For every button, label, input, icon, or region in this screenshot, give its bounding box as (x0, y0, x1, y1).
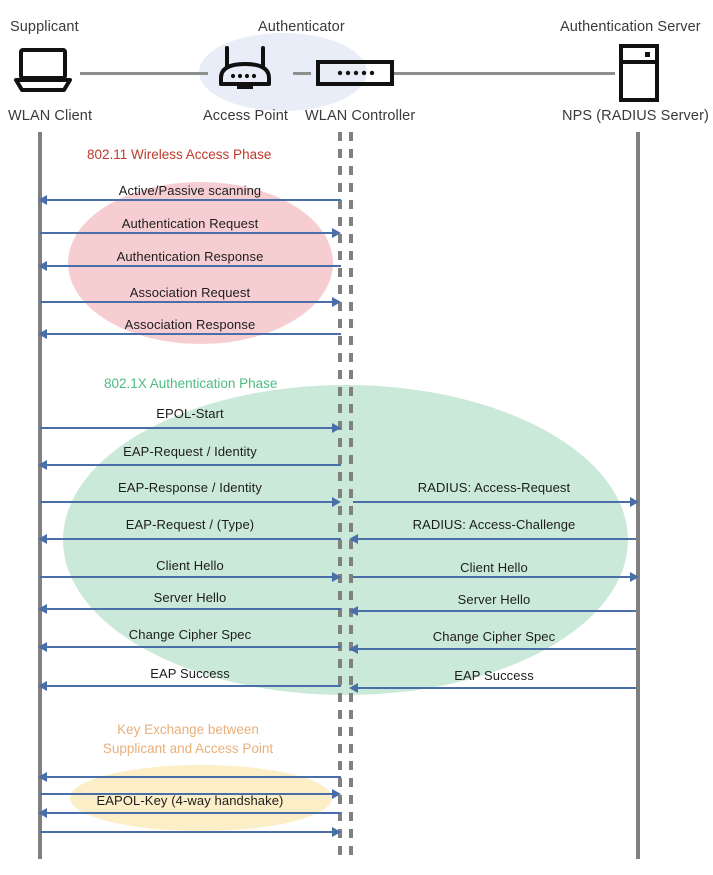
message-label-change-cipher-spec-right: Change Cipher Spec (432, 629, 556, 644)
arrowhead-left (38, 808, 47, 818)
message-label-authentication-response: Authentication Response (116, 249, 264, 264)
lifeline-nps-radius-server (636, 132, 640, 859)
message-line (355, 648, 636, 650)
actor-device-nps-radius-server: NPS (RADIUS Server) (562, 108, 709, 124)
arrowhead-right (332, 297, 341, 307)
actor-role-supplicant: Supplicant (10, 19, 79, 35)
message-label-eap-success-right: EAP Success (454, 668, 534, 683)
arrowhead-left (349, 606, 358, 616)
lifeline-access-point (338, 132, 342, 859)
arrowhead-left (38, 329, 47, 339)
message-line (40, 301, 334, 303)
message-label-eap-request-identity: EAP-Request / Identity (123, 444, 257, 459)
wlan-controller-icon (316, 60, 394, 86)
arrowhead-right (630, 572, 639, 582)
laptop-icon (12, 48, 74, 92)
wire-controller-to-nps (393, 72, 615, 75)
message-label-client-hello-left: Client Hello (156, 558, 224, 573)
message-label-server-hello-left: Server Hello (153, 590, 227, 605)
message-label-client-hello-right: Client Hello (460, 560, 528, 575)
message-line (40, 576, 334, 578)
message-line (42, 464, 341, 466)
arrowhead-right (332, 497, 341, 507)
access-point-icon (213, 44, 277, 94)
arrowhead-left (38, 261, 47, 271)
message-label-radius-access-request: RADIUS: Access-Request (417, 480, 571, 495)
message-label-authentication-request: Authentication Request (121, 216, 259, 231)
message-label-association-response: Association Response (124, 317, 256, 332)
arrowhead-left (38, 681, 47, 691)
phase-ellipse-wireless-access (68, 182, 333, 344)
message-line (42, 646, 341, 648)
message-line (42, 812, 341, 814)
arrowhead-left (38, 604, 47, 614)
arrowhead-left (349, 644, 358, 654)
message-line (42, 265, 341, 267)
arrowhead-left (38, 195, 47, 205)
message-label-eap-success-left: EAP Success (150, 666, 230, 681)
message-label-eap-response-identity: EAP-Response / Identity (118, 480, 262, 495)
lifeline-supplicant (38, 132, 42, 859)
message-line (353, 576, 634, 578)
phase-label-8021x-auth: 802.1X Authentication Phase (104, 376, 278, 391)
wire-ap-to-controller (293, 72, 311, 75)
wire-client-to-ap (80, 72, 208, 75)
arrowhead-right (332, 423, 341, 433)
actor-role-authentication-server: Authentication Server (560, 19, 701, 35)
message-line (355, 687, 636, 689)
arrowhead-right (630, 497, 639, 507)
actor-device-access-point: Access Point (203, 108, 289, 124)
lifeline-wlan-controller (349, 132, 353, 859)
message-line (353, 501, 634, 503)
actor-device-wlan-controller: WLAN Controller (305, 108, 416, 124)
message-line (40, 831, 334, 833)
message-line (40, 427, 334, 429)
message-line (42, 685, 341, 687)
arrowhead-left (349, 683, 358, 693)
message-line (40, 232, 334, 234)
arrowhead-left (38, 772, 47, 782)
actor-device-wlan-client: WLAN Client (8, 108, 93, 124)
message-line (355, 538, 636, 540)
phase-label-key-exchange-line2: Supplicant and Access Point (102, 741, 274, 756)
message-label-association-request: Association Request (129, 285, 251, 300)
message-label-epol-start: EPOL-Start (156, 406, 224, 421)
message-label-active-passive-scanning: Active/Passive scanning (118, 183, 262, 198)
arrowhead-right (332, 228, 341, 238)
server-icon (618, 44, 660, 102)
message-label-radius-access-challenge: RADIUS: Access-Challenge (412, 517, 576, 532)
message-line (42, 608, 341, 610)
message-label-eapol-key: EAPOL-Key (4-way handshake) (96, 793, 284, 808)
arrowhead-left (349, 534, 358, 544)
message-label-server-hello-right: Server Hello (457, 592, 531, 607)
actor-role-authenticator: Authenticator (258, 19, 345, 35)
arrowhead-left (38, 642, 47, 652)
message-line (355, 610, 636, 612)
phase-label-wireless-access: 802.11 Wireless Access Phase (87, 147, 272, 162)
phase-ellipse-8021x-auth (63, 385, 628, 695)
message-label-eap-request-type: EAP-Request / (Type) (125, 517, 255, 532)
arrowhead-left (38, 534, 47, 544)
message-line (42, 199, 341, 201)
message-line (40, 501, 334, 503)
message-label-change-cipher-spec-left: Change Cipher Spec (128, 627, 252, 642)
arrowhead-right (332, 572, 341, 582)
phase-label-key-exchange-line1: Key Exchange between (117, 722, 259, 737)
message-line (42, 538, 341, 540)
message-line (42, 333, 341, 335)
arrowhead-right (332, 827, 341, 837)
arrowhead-left (38, 460, 47, 470)
message-line (42, 776, 341, 778)
message-line (40, 793, 334, 795)
arrowhead-right (332, 789, 341, 799)
